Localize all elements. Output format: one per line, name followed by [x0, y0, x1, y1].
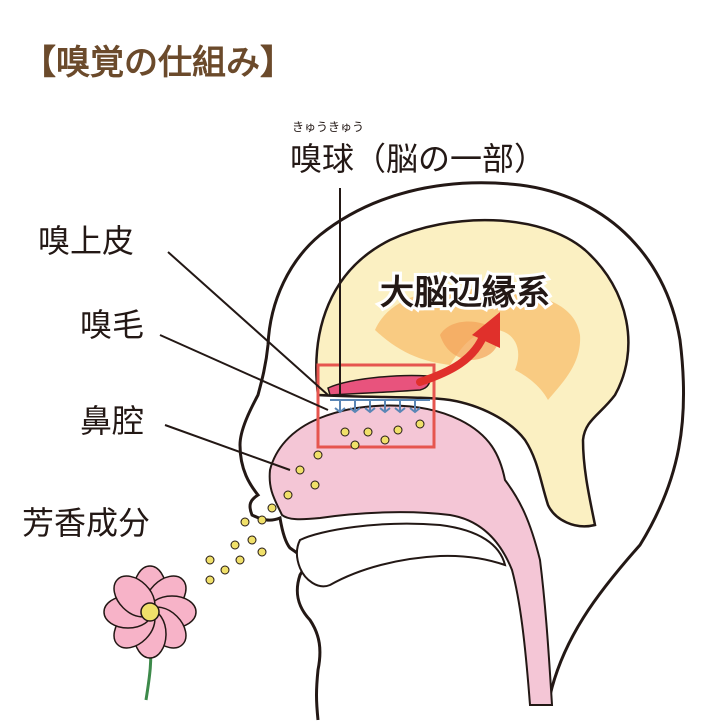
olfactory-bulb-label: 嗅球（脳の一部）: [290, 140, 546, 178]
limbic-region: [375, 288, 581, 400]
diagram-title: 【嗅覚の仕組み】: [22, 43, 294, 83]
nasal-cavity-region: [268, 404, 554, 706]
olfactory-bulb: [327, 374, 431, 396]
odor-particles: [205, 419, 425, 585]
olfactory-cilia: [330, 399, 430, 414]
olfactory-epithelium-label: 嗅上皮: [38, 222, 134, 260]
limbic-system-label: 大脳辺縁系: [380, 273, 550, 313]
brain-outer: [315, 218, 630, 528]
odor-components-label: 芳香成分: [22, 504, 150, 542]
signal-arrowhead: [472, 312, 500, 348]
olfactory-cilia-label: 嗅毛: [80, 306, 144, 344]
leader-lines: [159, 188, 341, 471]
flower: [103, 565, 197, 701]
signal-arrow: [416, 328, 489, 386]
nasal-cavity-label: 鼻腔: [80, 402, 144, 440]
mouth-region: [296, 522, 507, 588]
olfactory-bulb-ruby: きゅうきゅう: [292, 120, 364, 134]
